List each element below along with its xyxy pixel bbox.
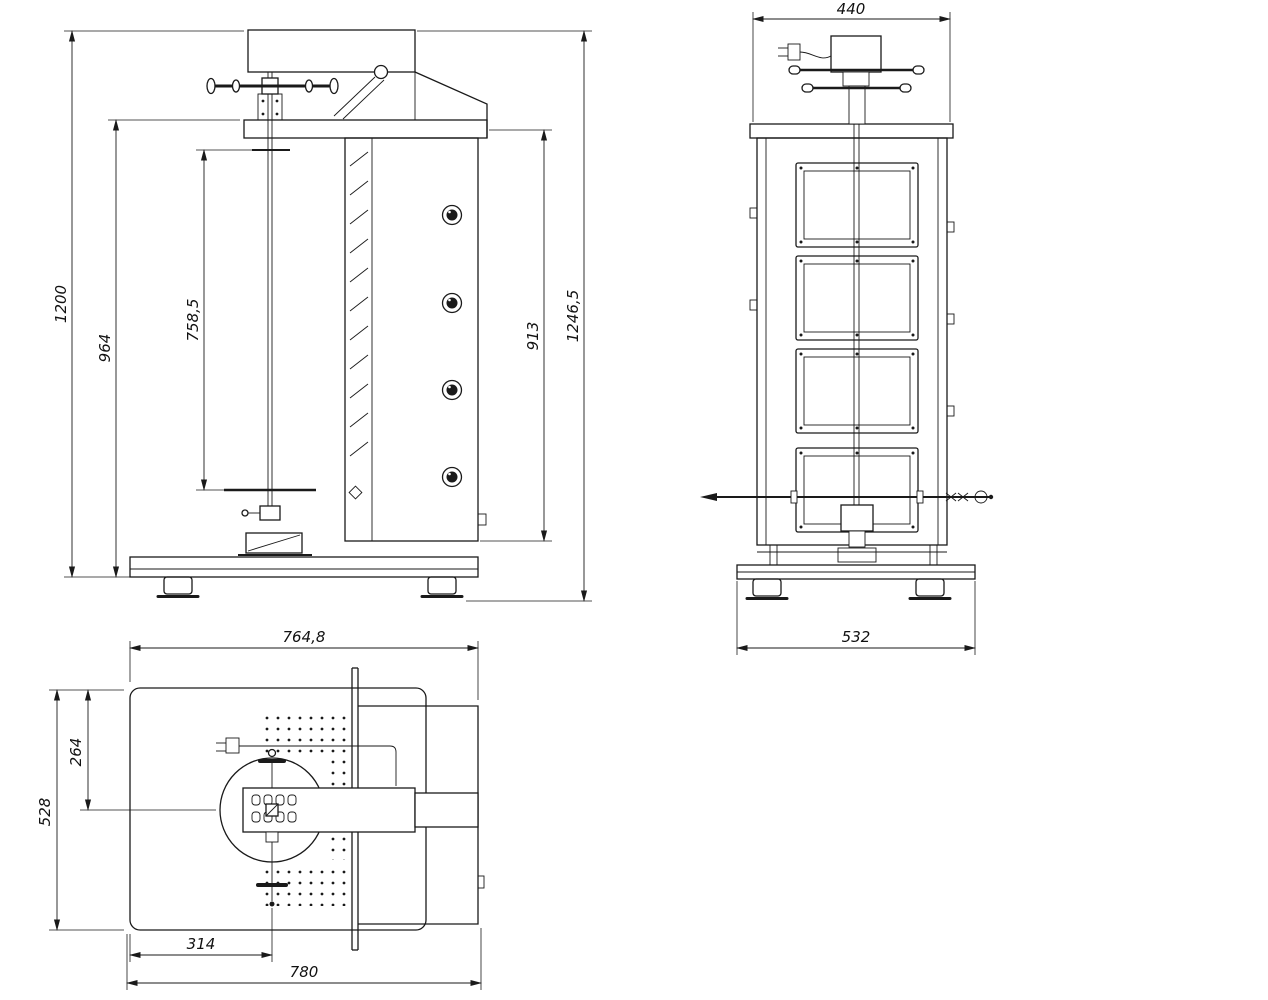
plug-and-pipe bbox=[216, 737, 397, 786]
skewer-handle-ring bbox=[974, 490, 988, 504]
dim-label-314: 314 bbox=[187, 935, 216, 953]
drive-motor-box bbox=[247, 29, 416, 73]
handle-knob bbox=[801, 83, 814, 93]
perforation-field bbox=[328, 758, 352, 786]
handle-knob bbox=[206, 77, 216, 95]
left-dimensions: 1200 964 758,5 913 1246,5 bbox=[52, 30, 592, 602]
perforation-field bbox=[328, 834, 352, 860]
side-tab bbox=[946, 313, 955, 325]
gas-inlet-tab bbox=[477, 875, 485, 889]
machine-left bbox=[129, 29, 488, 598]
dim-label-1246: 1246,5 bbox=[564, 290, 582, 343]
perforation-field bbox=[258, 712, 350, 756]
handle-knob bbox=[231, 79, 241, 93]
side-tab bbox=[749, 299, 758, 311]
radiant-fins bbox=[349, 151, 369, 457]
handle-knob bbox=[788, 65, 801, 75]
gas-inlet-tab bbox=[477, 513, 487, 526]
handle-knob bbox=[304, 79, 314, 93]
lower-hub bbox=[259, 505, 281, 521]
dim-label-1200: 1200 bbox=[52, 285, 70, 323]
dim-label-528: 528 bbox=[36, 798, 54, 827]
dim-label-758: 758,5 bbox=[184, 299, 202, 342]
top-clamp-handle bbox=[258, 748, 286, 788]
left-elevation-view: 1200 964 758,5 913 1246,5 bbox=[52, 29, 592, 602]
dim-label-913: 913 bbox=[524, 322, 542, 351]
side-tab bbox=[946, 221, 955, 233]
foot bbox=[745, 577, 789, 600]
plan-dimensions: 764,8 264 528 314 780 bbox=[36, 628, 482, 990]
bottom-motor bbox=[840, 504, 874, 532]
burner-window-3 bbox=[795, 348, 919, 434]
skewer-tip bbox=[700, 493, 717, 501]
gas-knob-4 bbox=[441, 466, 463, 488]
dim-label-764: 764,8 bbox=[283, 628, 326, 646]
bottom-frame-front bbox=[757, 504, 947, 565]
sloped-cover bbox=[414, 71, 488, 138]
meat-skewer bbox=[700, 490, 994, 504]
dim-label-440: 440 bbox=[837, 0, 866, 18]
burner-windows bbox=[795, 162, 919, 533]
side-tab bbox=[749, 207, 758, 219]
bottom-clamp-handle bbox=[256, 831, 288, 907]
handle-knob bbox=[899, 83, 912, 93]
top-plate bbox=[243, 119, 488, 139]
power-plug-icon bbox=[787, 43, 801, 61]
machine-front bbox=[700, 35, 994, 600]
handle-knob bbox=[329, 77, 339, 95]
side-tab bbox=[946, 405, 955, 417]
burner-body bbox=[344, 137, 479, 542]
power-cable bbox=[799, 51, 832, 59]
front-dimensions: 440 532 bbox=[736, 0, 976, 655]
burner-window-1 bbox=[795, 162, 919, 248]
gas-knob-3 bbox=[441, 379, 463, 401]
handle-knob bbox=[912, 65, 925, 75]
spit-assembly bbox=[206, 72, 339, 556]
dim-label-964: 964 bbox=[96, 334, 114, 363]
foot bbox=[420, 575, 464, 598]
power-plug-icon bbox=[225, 737, 240, 754]
gas-control-knobs bbox=[441, 204, 463, 488]
clamp-screw bbox=[241, 509, 249, 517]
burner-window-2 bbox=[795, 255, 919, 341]
upper-bearing bbox=[257, 93, 283, 121]
dim-label-532: 532 bbox=[842, 628, 871, 646]
hinge-pivot bbox=[373, 64, 389, 80]
dim-label-264: 264 bbox=[67, 738, 85, 767]
gas-knob-2 bbox=[441, 292, 463, 314]
machine-plan bbox=[129, 667, 485, 951]
dim-label-780: 780 bbox=[290, 963, 319, 981]
gas-knob-1 bbox=[441, 204, 463, 226]
foot bbox=[908, 577, 952, 600]
top-plate-front bbox=[749, 123, 954, 139]
gas-pipe bbox=[239, 745, 397, 786]
pilot-mark bbox=[348, 485, 363, 500]
foot bbox=[156, 575, 200, 598]
top-motor-front bbox=[778, 35, 925, 125]
manifold-extension bbox=[414, 792, 479, 828]
base-front bbox=[736, 564, 976, 600]
plan-view: 764,8 264 528 314 780 bbox=[36, 628, 485, 990]
base-left bbox=[129, 556, 479, 598]
right-elevation-view: 440 532 bbox=[700, 0, 994, 655]
